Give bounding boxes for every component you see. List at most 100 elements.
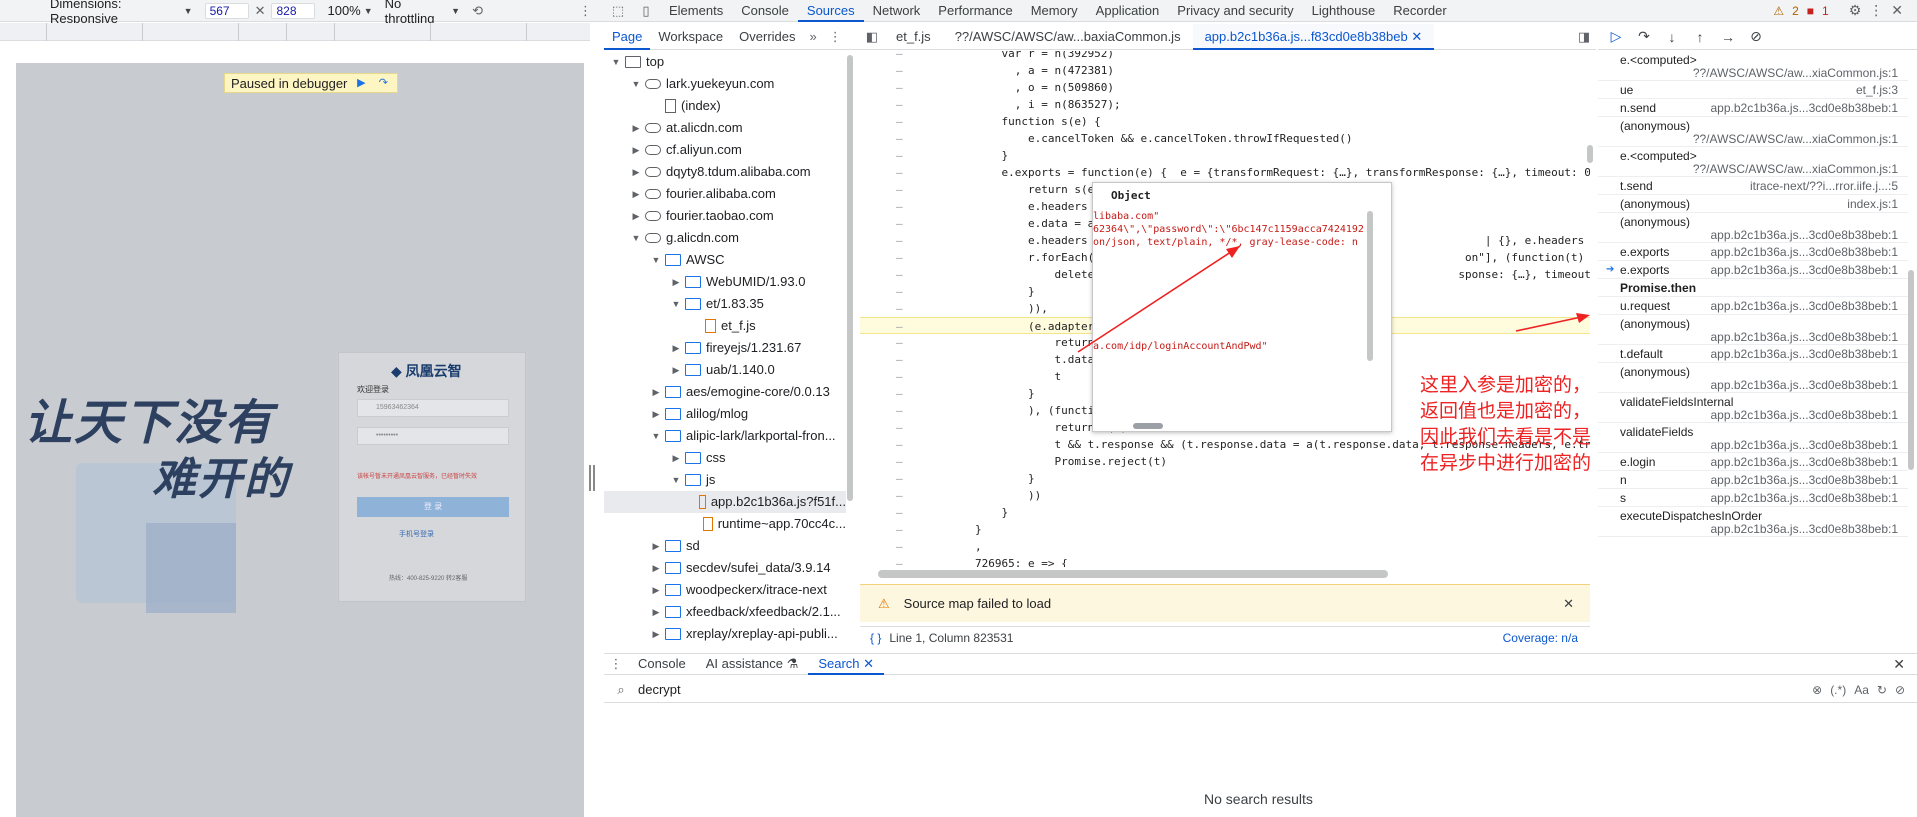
password-field[interactable]: •••••••••: [357, 427, 509, 445]
tree-node[interactable]: ▼top: [604, 51, 846, 73]
call-frame-location[interactable]: app.b2c1b36a.js...3cd0e8b38beb:1: [1710, 455, 1899, 469]
search-input[interactable]: [638, 682, 1738, 697]
line-gutter-marker[interactable]: –: [896, 370, 903, 383]
tree-node[interactable]: (index): [604, 95, 846, 117]
step-out-icon[interactable]: ↑: [1696, 28, 1704, 45]
refresh-icon[interactable]: ↻: [1876, 682, 1887, 697]
tree-node[interactable]: ▶woodpeckerx/itrace-next: [604, 579, 846, 601]
chevron-right-icon[interactable]: ▶: [632, 145, 640, 155]
line-gutter-marker[interactable]: –: [896, 302, 903, 315]
issues-counter[interactable]: ⚠2 ■1 ⚙ ⋮ ✕: [1773, 2, 1917, 19]
chevron-down-icon[interactable]: ▼: [631, 233, 641, 243]
resume-icon[interactable]: ▶: [357, 77, 366, 89]
line-gutter-marker[interactable]: –: [896, 540, 903, 553]
close-drawer-icon[interactable]: ✕: [1893, 655, 1905, 672]
popover-scrollbar[interactable]: [1367, 211, 1373, 361]
pretty-print-icon[interactable]: { }: [870, 630, 882, 645]
line-gutter-marker[interactable]: –: [896, 353, 903, 366]
code-line[interactable]: – 726965: e => {: [860, 555, 1590, 567]
more-options-icon[interactable]: ⋮: [609, 656, 623, 671]
chevron-down-icon[interactable]: ▼: [631, 79, 641, 89]
tree-node[interactable]: ▶uab/1.140.0: [604, 359, 846, 381]
code-line[interactable]: – , o = n(509860): [860, 79, 1590, 96]
close-icon[interactable]: ✕: [1411, 28, 1423, 44]
coverage-status[interactable]: Coverage: n/a: [1502, 630, 1578, 645]
tree-node[interactable]: ▼AWSC: [604, 249, 846, 271]
tab-elements[interactable]: Elements: [669, 2, 724, 18]
close-icon[interactable]: ✕: [863, 656, 875, 671]
tree-node[interactable]: ▶xreplay/xreplay-api-publi...: [604, 623, 846, 645]
call-frame-location[interactable]: app.b2c1b36a.js...3cd0e8b38beb:1: [1710, 438, 1899, 452]
code-line[interactable]: – e.exports = function(e) { e = {transfo…: [860, 164, 1590, 181]
line-gutter-marker[interactable]: –: [896, 183, 903, 196]
code-line[interactable]: – )),: [860, 300, 1590, 317]
chevron-right-icon[interactable]: ▶: [652, 541, 660, 551]
gear-icon[interactable]: ⚙: [1848, 2, 1862, 18]
line-gutter-marker[interactable]: –: [896, 472, 903, 485]
tree-node[interactable]: ▶WebUMID/1.93.0: [604, 271, 846, 293]
tab-privacy-security[interactable]: Privacy and security: [1177, 2, 1294, 18]
call-frame-location[interactable]: app.b2c1b36a.js...3cd0e8b38beb:1: [1710, 228, 1899, 242]
line-gutter-marker[interactable]: –: [896, 217, 903, 230]
tree-node[interactable]: ▶fireyejs/1.231.67: [604, 337, 846, 359]
tab-network[interactable]: Network: [872, 2, 921, 18]
tab-lighthouse[interactable]: Lighthouse: [1311, 2, 1376, 18]
line-gutter-marker[interactable]: –: [896, 166, 903, 179]
call-frame[interactable]: e.<computed>??/AWSC/AWSC/aw...xiaCommon.…: [1598, 51, 1908, 81]
code-line[interactable]: – }: [860, 147, 1590, 164]
drawer-tab-search[interactable]: Search ✕: [808, 653, 885, 675]
line-gutter-marker[interactable]: –: [896, 523, 903, 536]
tree-node[interactable]: ▶sd: [604, 535, 846, 557]
code-line[interactable]: – )): [860, 487, 1590, 504]
tree-node[interactable]: ▶fourier.taobao.com: [604, 205, 846, 227]
tree-node[interactable]: ▼alipic-lark/larkportal-fron...: [604, 425, 846, 447]
code-editor[interactable]: – var r = n(392952)– , a = n(472381)– , …: [860, 51, 1590, 567]
step-icon[interactable]: →: [1721, 28, 1735, 45]
line-gutter-marker[interactable]: –: [896, 98, 903, 111]
code-line[interactable]: – function s(e) {: [860, 113, 1590, 130]
chevron-down-icon[interactable]: ▼: [651, 431, 661, 441]
close-icon[interactable]: ✕: [1563, 595, 1574, 611]
chevron-right-icon[interactable]: ▶: [672, 453, 680, 463]
chevron-right-icon[interactable]: ▶: [652, 563, 660, 573]
width-input[interactable]: 567: [204, 2, 249, 19]
tree-node[interactable]: ▼js: [604, 469, 846, 491]
call-frame[interactable]: (anonymous)app.b2c1b36a.js...3cd0e8b38be…: [1598, 363, 1908, 393]
tree-node[interactable]: ▶alilog/mlog: [604, 403, 846, 425]
chevron-right-icon[interactable]: ▶: [652, 387, 660, 397]
deactivate-breakpoints-icon[interactable]: ⊘: [1750, 28, 1762, 44]
toggle-debugger-icon[interactable]: ◨: [1577, 28, 1591, 44]
drawer-tab-console[interactable]: Console: [638, 656, 686, 671]
line-gutter-marker[interactable]: –: [896, 336, 903, 349]
rotate-icon[interactable]: ⟲: [472, 2, 483, 18]
call-stack-scrollbar[interactable]: [1908, 270, 1914, 470]
line-gutter-marker[interactable]: –: [896, 64, 903, 77]
call-frame[interactable]: (anonymous)app.b2c1b36a.js...3cd0e8b38be…: [1598, 213, 1908, 243]
editor-tab-baxia-common[interactable]: ??/AWSC/AWSC/aw...baxiaCommon.js: [954, 28, 1181, 44]
tree-node[interactable]: ▶cf.aliyun.com: [604, 139, 846, 161]
code-line[interactable]: – var r = n(392952): [860, 51, 1590, 62]
call-frame-location[interactable]: index.js:1: [1847, 197, 1898, 211]
line-gutter-marker[interactable]: –: [896, 149, 903, 162]
call-frame-location[interactable]: ??/AWSC/AWSC/aw...xiaCommon.js:1: [1692, 162, 1898, 176]
code-line[interactable]: – ,: [860, 538, 1590, 555]
line-gutter-marker[interactable]: –: [896, 132, 903, 145]
tree-node[interactable]: ▼g.alicdn.com: [604, 227, 846, 249]
tab-overrides[interactable]: Overrides: [739, 28, 796, 44]
chevron-down-icon[interactable]: ▼: [671, 475, 681, 485]
chevron-right-icon[interactable]: ▶: [652, 629, 660, 639]
tree-node[interactable]: ▶dqyty8.tdum.alibaba.com: [604, 161, 846, 183]
chevron-right-icon[interactable]: ▶: [632, 123, 640, 133]
tree-node[interactable]: ▼et/1.83.35: [604, 293, 846, 315]
editor-horizontal-scrollbar[interactable]: [878, 570, 1388, 578]
chevron-right-icon[interactable]: ▶: [632, 189, 640, 199]
code-line[interactable]: – Promise.reject(t): [860, 453, 1590, 470]
chevron-right-icon[interactable]: ▶: [632, 167, 640, 177]
tab-application[interactable]: Application: [1095, 2, 1160, 18]
line-gutter-marker[interactable]: –: [896, 387, 903, 400]
line-gutter-marker[interactable]: –: [896, 404, 903, 417]
